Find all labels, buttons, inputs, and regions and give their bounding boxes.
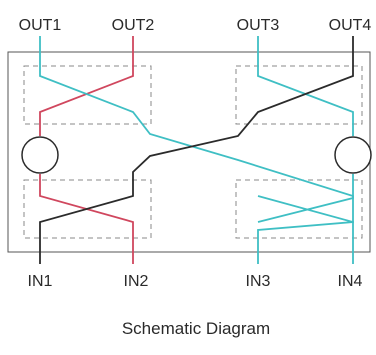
label-out1: OUT1: [19, 17, 62, 34]
package-outline: [7, 51, 371, 253]
label-in2: IN2: [124, 273, 149, 290]
switch-block-bottom-right: [235, 179, 363, 239]
diagram-caption: Schematic Diagram: [122, 319, 270, 338]
trace-black: [39, 36, 354, 264]
switch-block-bottom-left: [23, 179, 152, 239]
trace-cyan-left: [39, 36, 354, 264]
switch-block-top-right: [235, 65, 363, 125]
label-out3: OUT3: [237, 17, 280, 34]
label-out2: OUT2: [112, 17, 155, 34]
termination-left: [21, 136, 59, 174]
label-out4: OUT4: [329, 17, 372, 34]
label-in4: IN4: [338, 273, 363, 290]
label-in1: IN1: [28, 273, 53, 290]
switch-block-top-left: [23, 65, 152, 125]
label-in3: IN3: [246, 273, 271, 290]
termination-right: [334, 136, 372, 174]
